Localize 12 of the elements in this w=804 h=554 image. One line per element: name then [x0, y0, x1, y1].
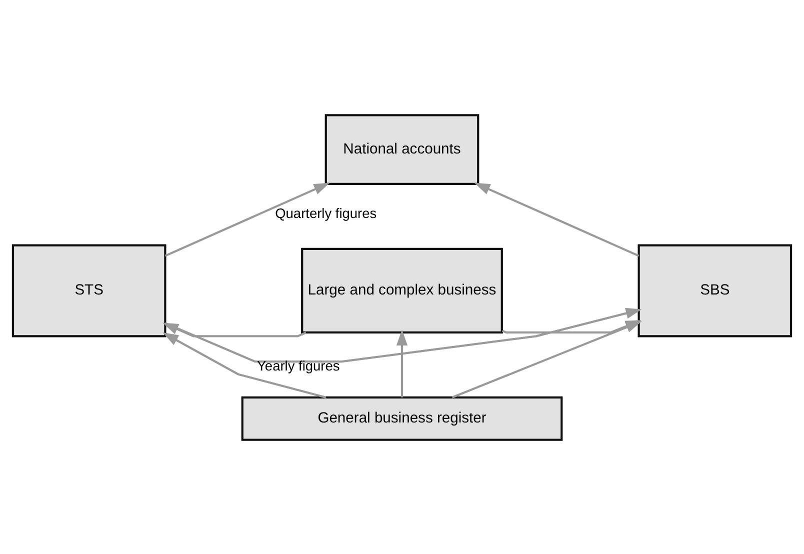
- arrow: [474, 182, 640, 256]
- arrow: [164, 182, 330, 256]
- edge-label: Quarterly figures: [275, 206, 377, 221]
- edge-label: Yearly figures: [257, 358, 340, 373]
- arrow: [162, 332, 326, 398]
- node-box: Large and complex business: [301, 247, 503, 334]
- node-box: General business register: [241, 396, 563, 440]
- node-box: STS: [12, 244, 166, 337]
- arrow: [162, 322, 306, 337]
- node-box: National accounts: [324, 114, 480, 184]
- arrow: [396, 329, 408, 397]
- node-box: SBS: [638, 244, 792, 337]
